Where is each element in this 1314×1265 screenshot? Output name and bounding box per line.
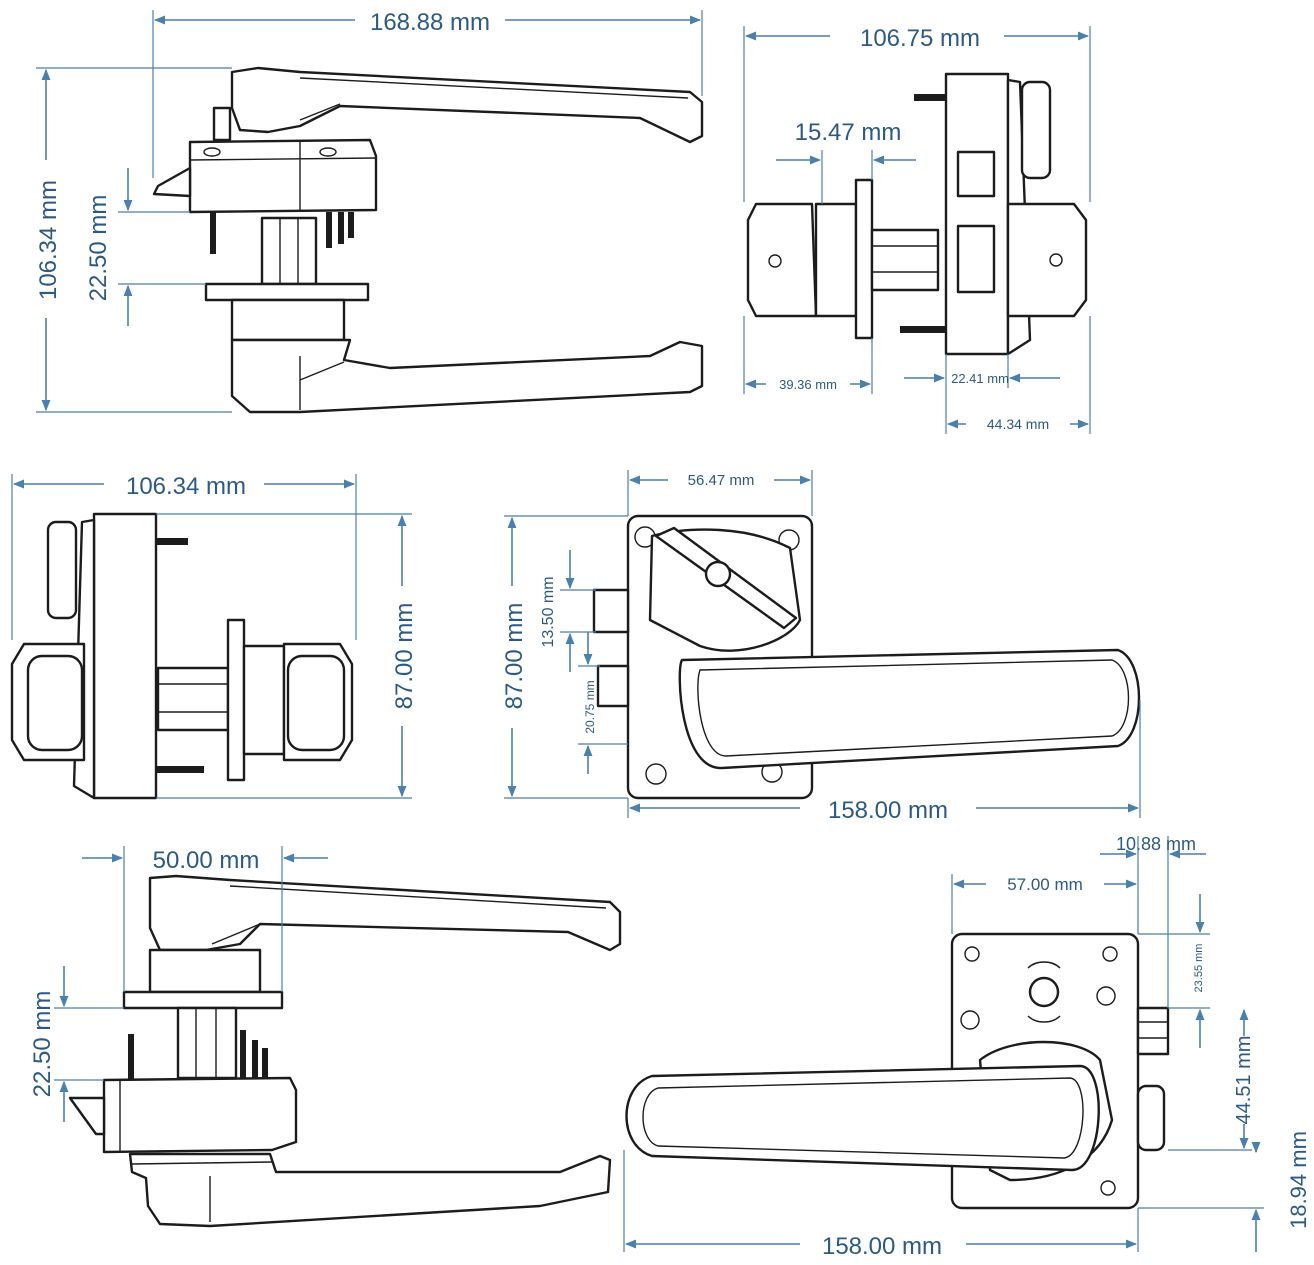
part-rear-view <box>625 932 1170 1210</box>
dim-87-00-left: 87.00 mm <box>156 513 418 799</box>
label-20-75: 20.75 mm <box>583 680 597 733</box>
dim-106-34-vertical: 106.34 mm <box>35 67 232 413</box>
dim-44-34: 44.34 mm <box>946 316 1091 434</box>
label-18-94: 18.94 mm <box>1286 1131 1311 1229</box>
label-44-34: 44.34 mm <box>987 416 1049 432</box>
label-168-88: 168.88 mm <box>370 9 490 36</box>
part-end-view <box>746 72 1088 356</box>
dim-106-75: 106.75 mm <box>743 25 1091 202</box>
dim-87-00-right: 87.00 mm <box>501 515 628 799</box>
dim-158-00-bottom: 158.00 mm <box>623 1150 1139 1260</box>
view-top-right: 106.75 mm 15.47 mm 39.36 mm 22.41 mm <box>743 25 1091 434</box>
label-22-50-top: 22.50 mm <box>85 195 112 302</box>
label-15-47: 15.47 mm <box>795 119 902 146</box>
label-22-50-bottom: 22.50 mm <box>29 991 56 1098</box>
label-106-34-vertical: 106.34 mm <box>35 180 62 300</box>
view-top-left: 168.88 mm 106.34 mm 22.50 mm <box>35 9 704 414</box>
label-13-50: 13.50 mm <box>540 576 557 647</box>
dim-106-34-horizontal: 106.34 mm <box>11 473 357 640</box>
dim-50-00: 50.00 mm <box>82 846 328 992</box>
dim-22-50-bottom: 22.50 mm <box>29 966 124 1122</box>
dim-22-41: 22.41 mm <box>904 354 1060 434</box>
dim-22-50-top: 22.50 mm <box>85 168 206 326</box>
label-87-00-right: 87.00 mm <box>501 603 528 710</box>
label-158-00-bottom: 158.00 mm <box>822 1233 942 1260</box>
label-57-00: 57.00 mm <box>1007 875 1083 894</box>
dim-56-47: 56.47 mm <box>627 470 813 516</box>
part-side-elevation-flipped <box>68 874 622 1228</box>
view-bottom-left: 50.00 mm 22.50 mm <box>29 846 622 1228</box>
part-side-elevation <box>152 66 704 414</box>
dim-168-88: 168.88 mm <box>152 9 703 178</box>
label-44-51: 44.51 mm <box>1233 1036 1255 1125</box>
view-middle-left: 106.34 mm 87.00 mm <box>10 473 418 800</box>
dim-15-47: 15.47 mm <box>776 119 916 204</box>
label-23-55: 23.55 mm <box>1193 944 1205 993</box>
part-end-view-mirrored <box>10 512 354 800</box>
label-106-34-horizontal: 106.34 mm <box>126 473 246 500</box>
label-106-75: 106.75 mm <box>860 25 980 52</box>
dim-39-36: 39.36 mm <box>743 316 873 394</box>
dim-44-51: 44.51 mm <box>1168 1008 1255 1151</box>
label-56-47: 56.47 mm <box>688 472 755 489</box>
dim-18-94: 18.94 mm <box>1138 1131 1311 1252</box>
dim-20-75: 20.75 mm <box>578 632 628 774</box>
label-50-00: 50.00 mm <box>153 847 260 874</box>
dim-10-88: 10.88 mm <box>1100 834 1206 1008</box>
view-middle-right: 56.47 mm 87.00 mm 13.50 mm 20.75 mm <box>501 470 1141 824</box>
part-front-view <box>592 514 1141 800</box>
label-87-00-left: 87.00 mm <box>391 603 418 710</box>
label-39-36: 39.36 mm <box>779 377 837 392</box>
dim-57-00: 57.00 mm <box>951 874 1138 934</box>
view-bottom-right: 10.88 mm 57.00 mm 23.55 mm 44.51 mm 18.9… <box>623 834 1311 1260</box>
dim-23-55: 23.55 mm <box>1138 894 1210 1048</box>
dim-13-50: 13.50 mm <box>540 550 596 672</box>
label-158-00-middle: 158.00 mm <box>828 797 948 824</box>
label-22-41: 22.41 mm <box>951 371 1009 386</box>
dim-158-00-middle: 158.00 mm <box>627 700 1141 824</box>
label-10-88: 10.88 mm <box>1116 834 1196 854</box>
